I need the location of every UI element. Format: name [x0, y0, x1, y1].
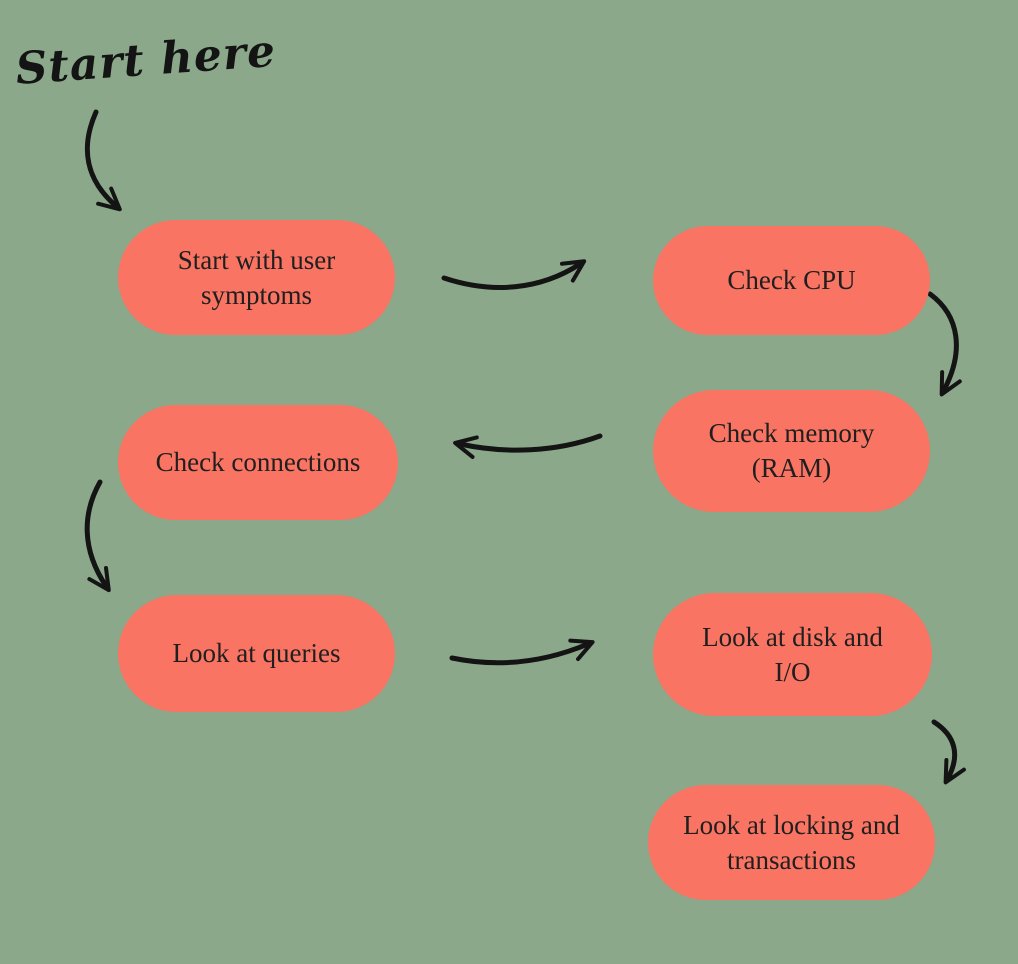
node-label: Check connections [155, 447, 361, 478]
arrow-disk-to-locking [931, 719, 966, 785]
arrow-connections-to-queries [84, 479, 111, 593]
node-label: Check memory (RAM) [708, 418, 875, 483]
arrow-memory-to-connections [453, 433, 603, 459]
node-label: Look at locking and transactions [683, 809, 900, 875]
node-label: Start with user symptoms [177, 244, 336, 310]
node-look-at-locking-transactions: Look at locking and transactions [648, 785, 935, 900]
node-check-cpu: Check CPU [653, 226, 930, 335]
node-label: Look at queries [172, 638, 341, 669]
node-look-at-disk-io: Look at disk and I/O [653, 593, 932, 716]
node-label: Look at disk and I/O [702, 621, 883, 687]
node-check-connections: Check connections [118, 405, 398, 520]
start-here-annotation: Start here [14, 25, 278, 95]
arrow-queries-to-disk [449, 638, 595, 666]
node-check-memory-ram: Check memory (RAM) [653, 390, 930, 512]
node-label: Check CPU [727, 265, 856, 296]
node-look-at-queries: Look at queries [118, 595, 395, 712]
arrow-start-here-to-symptoms [84, 109, 122, 212]
node-start-with-user-symptoms: Start with user symptoms [118, 220, 395, 335]
arrow-symptoms-to-cpu [441, 259, 587, 290]
arrow-cpu-to-memory [927, 291, 962, 397]
